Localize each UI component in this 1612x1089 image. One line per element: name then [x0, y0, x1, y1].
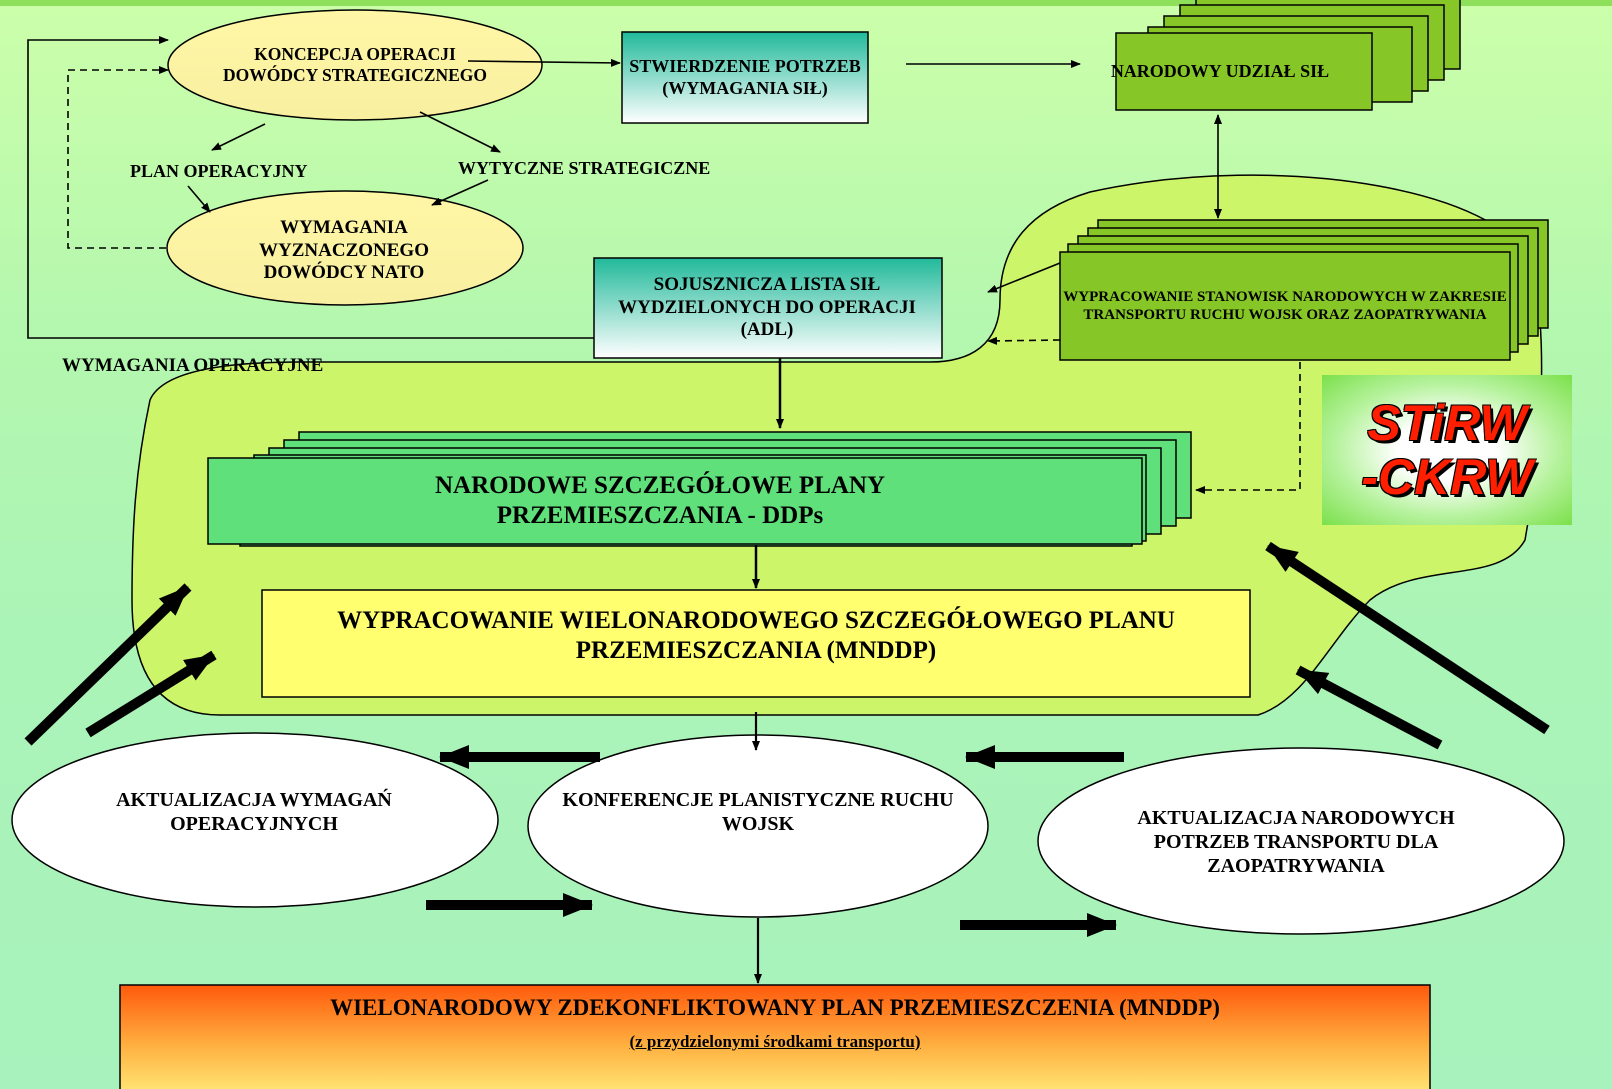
mnddp-label: WYPRACOWANIE WIELONARODOWEGO SZCZEGÓŁOWE… [337, 607, 1175, 664]
wypracowanie-stanowisk-stack [1059, 219, 1549, 361]
konferencje-label: KONFERENCJE PLANISTYCZNE RUCHU WOJSK [562, 789, 954, 835]
narodowy-udzial-stack [1115, 0, 1461, 111]
aktualizacja-wymagan-ellipse [11, 732, 499, 908]
wypracowanie-stanowisk-label: WYPRACOWANIE STANOWISK NARODOWYCH W ZAKR… [1063, 289, 1507, 323]
narodowe-plany-label: NARODOWE SZCZEGÓŁOWE PLANY PRZEMIESZCZAN… [434, 472, 886, 529]
logo-line2: -CKRW [1361, 449, 1533, 505]
sojusznicza-lista-box [593, 257, 943, 359]
final-plan-subtitle: (z przydzielonymi środkami transportu) [629, 1031, 921, 1051]
final-plan-box [119, 984, 1431, 1089]
aktualizacja-wymagan-label: AKTUALIZACJA WYMAGAŃ OPERACYJNYCH [116, 789, 392, 835]
stirw-ckrw-logo: STiRW -CKRW [1322, 375, 1572, 525]
thick-arrows [24, 541, 1550, 937]
aktualizacja-potrzeb-ellipse [1037, 747, 1565, 935]
wytyczne-label: WYTYCZNE STRATEGICZNE [458, 158, 711, 179]
mnddp-box [261, 589, 1251, 698]
logo-line1: STiRW [1367, 395, 1527, 451]
wymagania-dowodcy-label: WYMAGANIA WYZNACZONEGO DOWÓDCY NATO [259, 216, 429, 284]
wymagania-dowodcy-ellipse [166, 190, 524, 306]
koncepcja-label: KONCEPCJA OPERACJI DOWÓDCY STRATEGICZNEG… [223, 44, 487, 85]
konferencje-ellipse [527, 734, 989, 918]
stwierdzenie-box [621, 31, 869, 124]
narodowy-udzial-label: NARODOWY UDZIAŁ SIŁ [1110, 61, 1330, 82]
sojusznicza-lista-label: SOJUSZNICZA LISTA SIŁ WYDZIELONYCH DO OP… [618, 273, 916, 341]
top-bar [0, 0, 1612, 6]
connectors [27, 36, 1301, 984]
stwierdzenie-label: STWIERDZENIE POTRZEB (WYMAGANIA SIŁ) [629, 56, 861, 98]
koncepcja-ellipse [167, 9, 543, 121]
aktualizacja-potrzeb-label: AKTUALIZACJA NARODOWYCH POTRZEB TRANSPOR… [1137, 807, 1455, 877]
ddp-stack [207, 431, 1192, 547]
final-plan-title: WIELONARODOWY ZDEKONFLIKTOWANY PLAN PRZE… [330, 995, 1220, 1021]
wymagania-operacyjne-label: WYMAGANIA OPERACYJNE [62, 354, 324, 376]
plan-operacyjny-label: PLAN OPERACYJNY [130, 161, 308, 182]
